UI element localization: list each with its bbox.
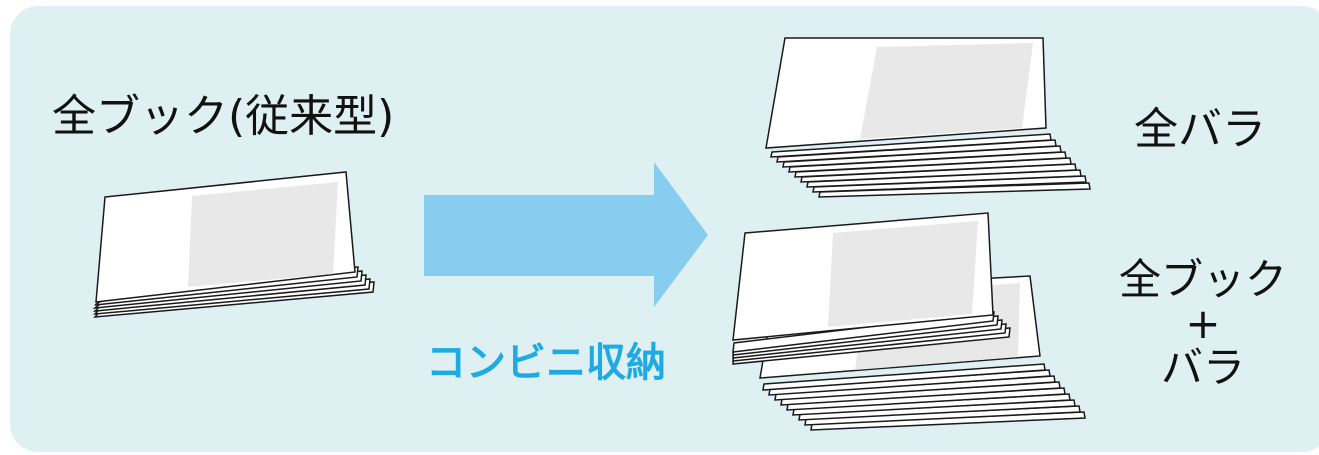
conventional-booklet-label: 全ブック(従来型) bbox=[52, 91, 395, 142]
all-loose-label: 全バラ bbox=[1134, 104, 1266, 155]
mixed-label-plus: + bbox=[1185, 299, 1221, 349]
mixed-label-line1: 全ブック bbox=[1118, 255, 1287, 304]
loose-sheets-stack-icon bbox=[765, 37, 1091, 198]
mixed-stack-icon bbox=[732, 212, 1086, 431]
arrow-right-icon bbox=[424, 162, 708, 307]
mixed-label-line2: バラ bbox=[1160, 343, 1245, 393]
mixed-label: 全ブック + バラ bbox=[1108, 255, 1298, 393]
booklet-stack-icon bbox=[92, 171, 375, 318]
convenience-store-payment-label: コンビニ収納 bbox=[426, 340, 666, 386]
